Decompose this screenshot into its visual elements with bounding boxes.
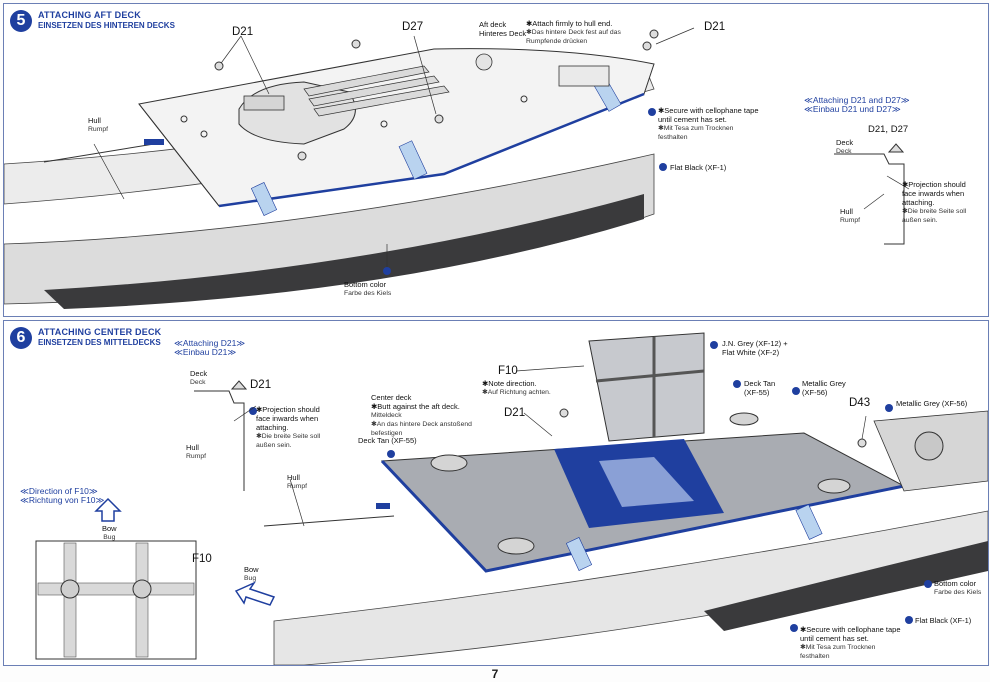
detail-title: ≪Attaching D21≫ ≪Einbau D21≫ [174, 338, 246, 357]
direction-f10-label: F10 [192, 553, 212, 565]
note-direction: ✱Note direction. ✱Auf Richtung achten. [482, 379, 551, 396]
bottom-color-label: Bottom color Farbe des Kiels [934, 579, 982, 596]
hull-label: Hull Rumpf [287, 473, 308, 490]
direction-bow-label: Bow Bug [102, 524, 117, 541]
detail-hull-label: Hull Rumpf [186, 443, 207, 460]
step-title-en: ATTACHING CENTER DECK [38, 327, 162, 337]
bow-label: Bow Bug [244, 565, 259, 582]
aft-deck-illustration [4, 27, 910, 309]
part-label-d27: D27 [402, 21, 424, 33]
part-label-f10: F10 [498, 365, 518, 377]
direction-title: ≪Direction of F10≫ ≪Richtung von F10≫ [20, 486, 105, 505]
step-6-panel: 6 ATTACHING CENTER DECK EINSETZEN DES MI… [3, 320, 989, 666]
part-label-d21: D21 [250, 379, 272, 391]
cellophane-tape-note: ✱Secure with cellophane tape until cemen… [658, 106, 759, 141]
flat-black-label: Flat Black (XF-1) [915, 616, 972, 625]
hull-label: Hull Rumpf [88, 116, 109, 133]
metallic-grey-label: Metallic Grey (XF-56) [802, 379, 846, 397]
step-title-de: EINSETZEN DES MITTELDECKS [38, 338, 161, 347]
projection-note: ✱Projection should face inwards when att… [902, 180, 967, 224]
detail-hull-label: Hull Rumpf [840, 207, 861, 224]
deck-tan-label: Deck Tan (XF-55) [358, 436, 417, 445]
step-number-badge: 5 [10, 10, 32, 32]
center-deck-note: Center deck ✱Butt against the aft deck. … [371, 393, 472, 437]
part-label-d21-b: D21 [704, 21, 726, 33]
attach-firmly-note: ✱Attach firmly to hull end. ✱Das hintere… [526, 19, 621, 45]
part-label-d21: D21 [232, 26, 254, 38]
aft-deck-label: Aft deck Hinteres Deck [479, 20, 527, 38]
projection-note: ✱Projection should face inwards when att… [256, 405, 321, 449]
jn-grey-label: J.N. Grey (XF-12) + Flat White (XF-2) [722, 339, 788, 357]
metallic-grey-label-2: Metallic Grey (XF-56) [896, 399, 968, 408]
step-title-de: EINSETZEN DES HINTEREN DECKS [38, 21, 175, 30]
deck-tan-label-2: Deck Tan (XF-55) [744, 379, 776, 397]
detail-deck-label: Deck Deck [836, 138, 854, 155]
bottom-color-label: Bottom color Farbe des Kiels [344, 280, 392, 297]
detail-deck-label: Deck Deck [190, 369, 208, 386]
step-5-panel: 5 ATTACHING AFT DECK EINSETZEN DES HINTE… [3, 3, 989, 317]
detail-title: ≪Attaching D21 and D27≫ ≪Einbau D21 und … [804, 95, 910, 114]
page-number: 7 [491, 667, 499, 681]
flat-black-label: Flat Black (XF-1) [670, 163, 727, 172]
detail-parts-label: D21, D27 [868, 124, 909, 135]
step-number-badge: 6 [10, 327, 32, 349]
step-title-en: ATTACHING AFT DECK [38, 10, 141, 20]
part-label-d21-center: D21 [504, 407, 526, 419]
cellophane-tape-note: ✱Secure with cellophane tape until cemen… [800, 625, 901, 660]
part-label-d43: D43 [849, 397, 871, 409]
center-deck-illustration [35, 332, 988, 665]
